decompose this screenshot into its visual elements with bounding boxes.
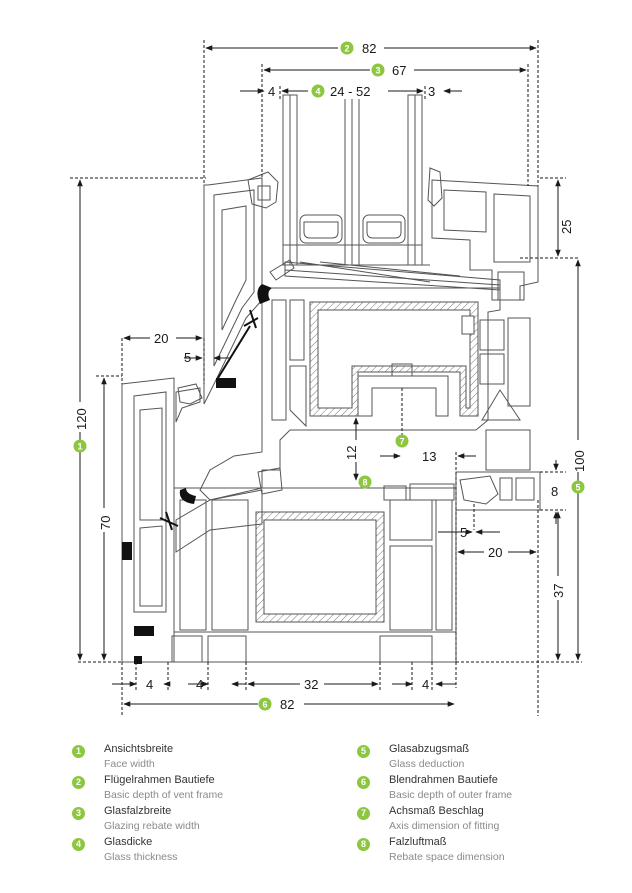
legend-badge-5: 5 xyxy=(357,745,370,758)
badge-2: 2 xyxy=(340,41,354,55)
window-profile-diagram: 82 67 4 24 - 52 3 25 100 120 70 20 5 12 … xyxy=(70,40,587,720)
svg-text:3: 3 xyxy=(376,65,381,75)
glazing-bead-left xyxy=(247,171,279,209)
dimension-badges: 2 3 4 1 7 8 5 6 xyxy=(73,41,585,711)
dim-67: 67 xyxy=(392,63,406,78)
profile-drawing xyxy=(121,94,541,663)
dim-82-top: 82 xyxy=(362,41,376,56)
legend-label-en: Face width xyxy=(104,758,155,770)
legend-item-3: 3 Glasfalzbreite Glazing rebate width xyxy=(72,805,322,835)
legend-badge-6: 6 xyxy=(357,776,370,789)
dim-20-left: 20 xyxy=(154,331,168,346)
legend-item-5: 5 Glasabzugsmaß Glass deduction xyxy=(357,743,607,773)
legend-item-1: 1 Ansichtsbreite Face width xyxy=(72,743,322,773)
glazing-bead-right xyxy=(427,167,443,207)
badge-4: 4 xyxy=(311,84,325,98)
legend-label-en: Rebate space dimension xyxy=(389,851,505,863)
fitting-channel xyxy=(357,375,449,417)
legend-label-en: Axis dimension of fitting xyxy=(389,820,500,832)
dim-4-bottom-2: 4 xyxy=(196,677,203,692)
dim-37: 37 xyxy=(551,584,566,598)
svg-text:4: 4 xyxy=(316,86,321,96)
vent-frame-upper xyxy=(203,177,263,405)
legend-item-6: 6 Blendrahmen Bautiefe Basic depth of ou… xyxy=(357,774,607,804)
legend-badge-4: 4 xyxy=(72,838,85,851)
dim-25: 25 xyxy=(559,220,574,234)
legend-label-de: Ansichtsbreite xyxy=(104,743,174,755)
badge-6: 6 xyxy=(258,697,272,711)
legend-badge-7: 7 xyxy=(357,807,370,820)
svg-text:7: 7 xyxy=(400,436,405,446)
legend-label-en: Glass deduction xyxy=(389,758,465,770)
legend-label-en: Glass thickness xyxy=(104,851,178,863)
legend-badge-2: 2 xyxy=(72,776,85,789)
dim-4-bottom-3: 4 xyxy=(422,677,429,692)
legend-label-en: Basic depth of outer frame xyxy=(389,789,513,801)
dim-12: 12 xyxy=(344,446,359,460)
badge-7: 7 xyxy=(395,434,409,448)
dim-4-bottom-1: 4 xyxy=(146,677,153,692)
legend-label-de: Glasfalzbreite xyxy=(104,805,172,817)
legend-label-en: Basic depth of vent frame xyxy=(104,789,224,801)
legend-item-7: 7 Achsmaß Beschlag Axis dimension of fit… xyxy=(357,805,607,835)
svg-text:5: 5 xyxy=(576,482,581,492)
legend-badge-3: 3 xyxy=(72,807,85,820)
legend-label-de: Flügelrahmen Bautiefe xyxy=(104,774,215,786)
legend-badge-1: 1 xyxy=(72,745,85,758)
legend-item-8: 8 Falzluftmaß Rebate space dimension xyxy=(357,836,607,866)
gaskets xyxy=(122,284,272,664)
dim-70: 70 xyxy=(98,516,113,530)
steel-reinforcement-upper xyxy=(309,301,479,417)
legend-label-de: Glasabzugsmaß xyxy=(389,743,470,755)
dim-3: 3 xyxy=(428,84,435,99)
dim-120: 120 xyxy=(74,408,89,430)
dim-13: 13 xyxy=(422,449,436,464)
glass-panes xyxy=(282,94,430,266)
badge-1: 1 xyxy=(73,439,87,453)
legend-label-de: Falzluftmaß xyxy=(389,836,447,848)
dim-82-bottom: 82 xyxy=(280,697,294,712)
badge-8: 8 xyxy=(358,475,372,489)
dim-8: 8 xyxy=(551,484,558,499)
steel-reinforcement-lower xyxy=(255,511,385,623)
svg-text:1: 1 xyxy=(78,441,83,451)
dim-102: 102 xyxy=(318,717,340,720)
legend-badge-8: 8 xyxy=(357,838,370,851)
legend-label-de: Blendrahmen Bautiefe xyxy=(389,774,498,786)
dim-5-right: 5 xyxy=(460,525,467,540)
svg-text:8: 8 xyxy=(363,477,368,487)
vent-frame-right xyxy=(431,179,539,301)
dim-32: 32 xyxy=(304,677,318,692)
dim-100: 100 xyxy=(572,450,587,472)
legend-item-4: 4 Glasdicke Glass thickness xyxy=(72,836,322,866)
dim-4-top: 4 xyxy=(268,84,275,99)
svg-text:6: 6 xyxy=(263,699,268,709)
legend-label-en: Glazing rebate width xyxy=(104,820,200,832)
legend-item-2: 2 Flügelrahmen Bautiefe Basic depth of v… xyxy=(72,774,322,804)
badge-3: 3 xyxy=(371,63,385,77)
legend-label-de: Achsmaß Beschlag xyxy=(389,805,484,817)
legend-label-de: Glasdicke xyxy=(104,836,153,848)
dim-24-52: 24 - 52 xyxy=(330,84,370,99)
badge-5: 5 xyxy=(571,480,585,494)
svg-text:2: 2 xyxy=(345,43,350,53)
dim-20-right: 20 xyxy=(488,545,502,560)
dim-5-left: 5 xyxy=(184,350,191,365)
